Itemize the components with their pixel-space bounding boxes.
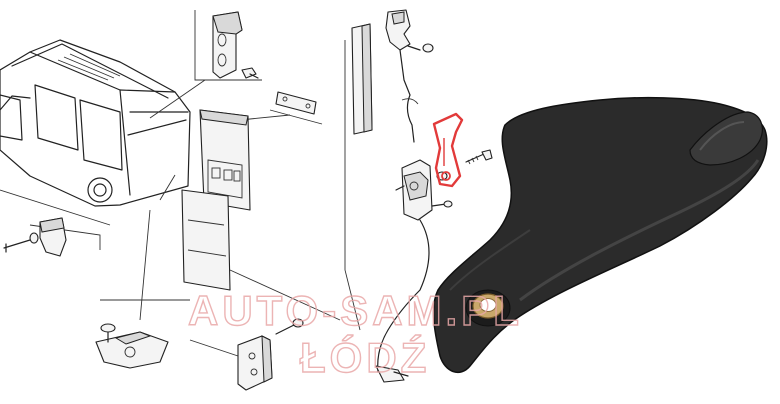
striker-block (237, 318, 304, 391)
rear-door-lower (181, 189, 231, 291)
highlighted-handle-part (432, 112, 464, 188)
leader-lines (0, 79, 341, 361)
watermark: AUTO-SAM.PL ŁÓDŹ (187, 286, 523, 381)
watermark-line-1: AUTO-SAM.PL (188, 287, 523, 334)
door-handle-photo (432, 96, 768, 374)
watermark-line-2: ŁÓDŹ (300, 333, 430, 381)
mounting-plate (269, 91, 323, 125)
door-stop-bumper (3, 217, 101, 257)
upper-latch-mechanism (385, 9, 434, 96)
lower-latch-plate (95, 323, 169, 369)
rear-door-upper (199, 109, 251, 211)
handle-bolt (465, 149, 493, 165)
lock-body (395, 159, 453, 221)
release-cable (375, 94, 430, 383)
vertical-rod (344, 23, 373, 331)
upper-hinge-bracket (194, 10, 262, 81)
van-illustration (0, 39, 191, 207)
